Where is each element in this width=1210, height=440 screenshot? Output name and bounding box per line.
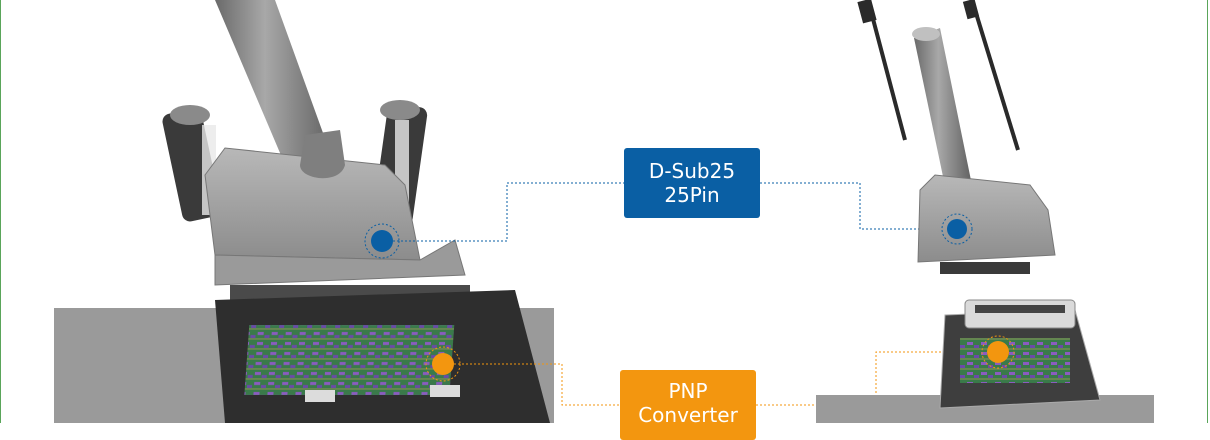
right-orange-marker: [987, 341, 1009, 363]
right-orange-marker-ring: [981, 335, 1015, 369]
right-cable: [914, 28, 975, 210]
right-screw-left: [857, 0, 907, 141]
pnp-converter-label: PNP Converter: [620, 370, 756, 440]
product-illustration: [54, 0, 1154, 423]
dsub25-label: D-Sub25 25Pin: [624, 148, 760, 218]
pnp-label-line2: Converter: [638, 403, 738, 427]
pnp-leader-left: [454, 363, 620, 406]
left-orange-marker: [432, 353, 454, 375]
left-pcb: [244, 325, 455, 395]
dsub25-label-line1: D-Sub25: [648, 159, 736, 183]
left-blue-marker: [371, 230, 393, 252]
right-pcb: [960, 338, 1070, 383]
pnp-label-line1: PNP: [668, 379, 708, 403]
right-dsub-socket: [964, 299, 1076, 329]
right-blue-marker: [947, 219, 967, 239]
dsub-leader-left: [393, 182, 624, 242]
dsub25-label-line2: 25Pin: [664, 183, 720, 207]
right-blue-marker-ring: [941, 213, 973, 245]
page-frame: [0, 0, 1208, 423]
right-screw-right: [962, 0, 1020, 151]
right-connector-hood: [917, 174, 1056, 263]
dsub-leader-right: [760, 182, 947, 230]
